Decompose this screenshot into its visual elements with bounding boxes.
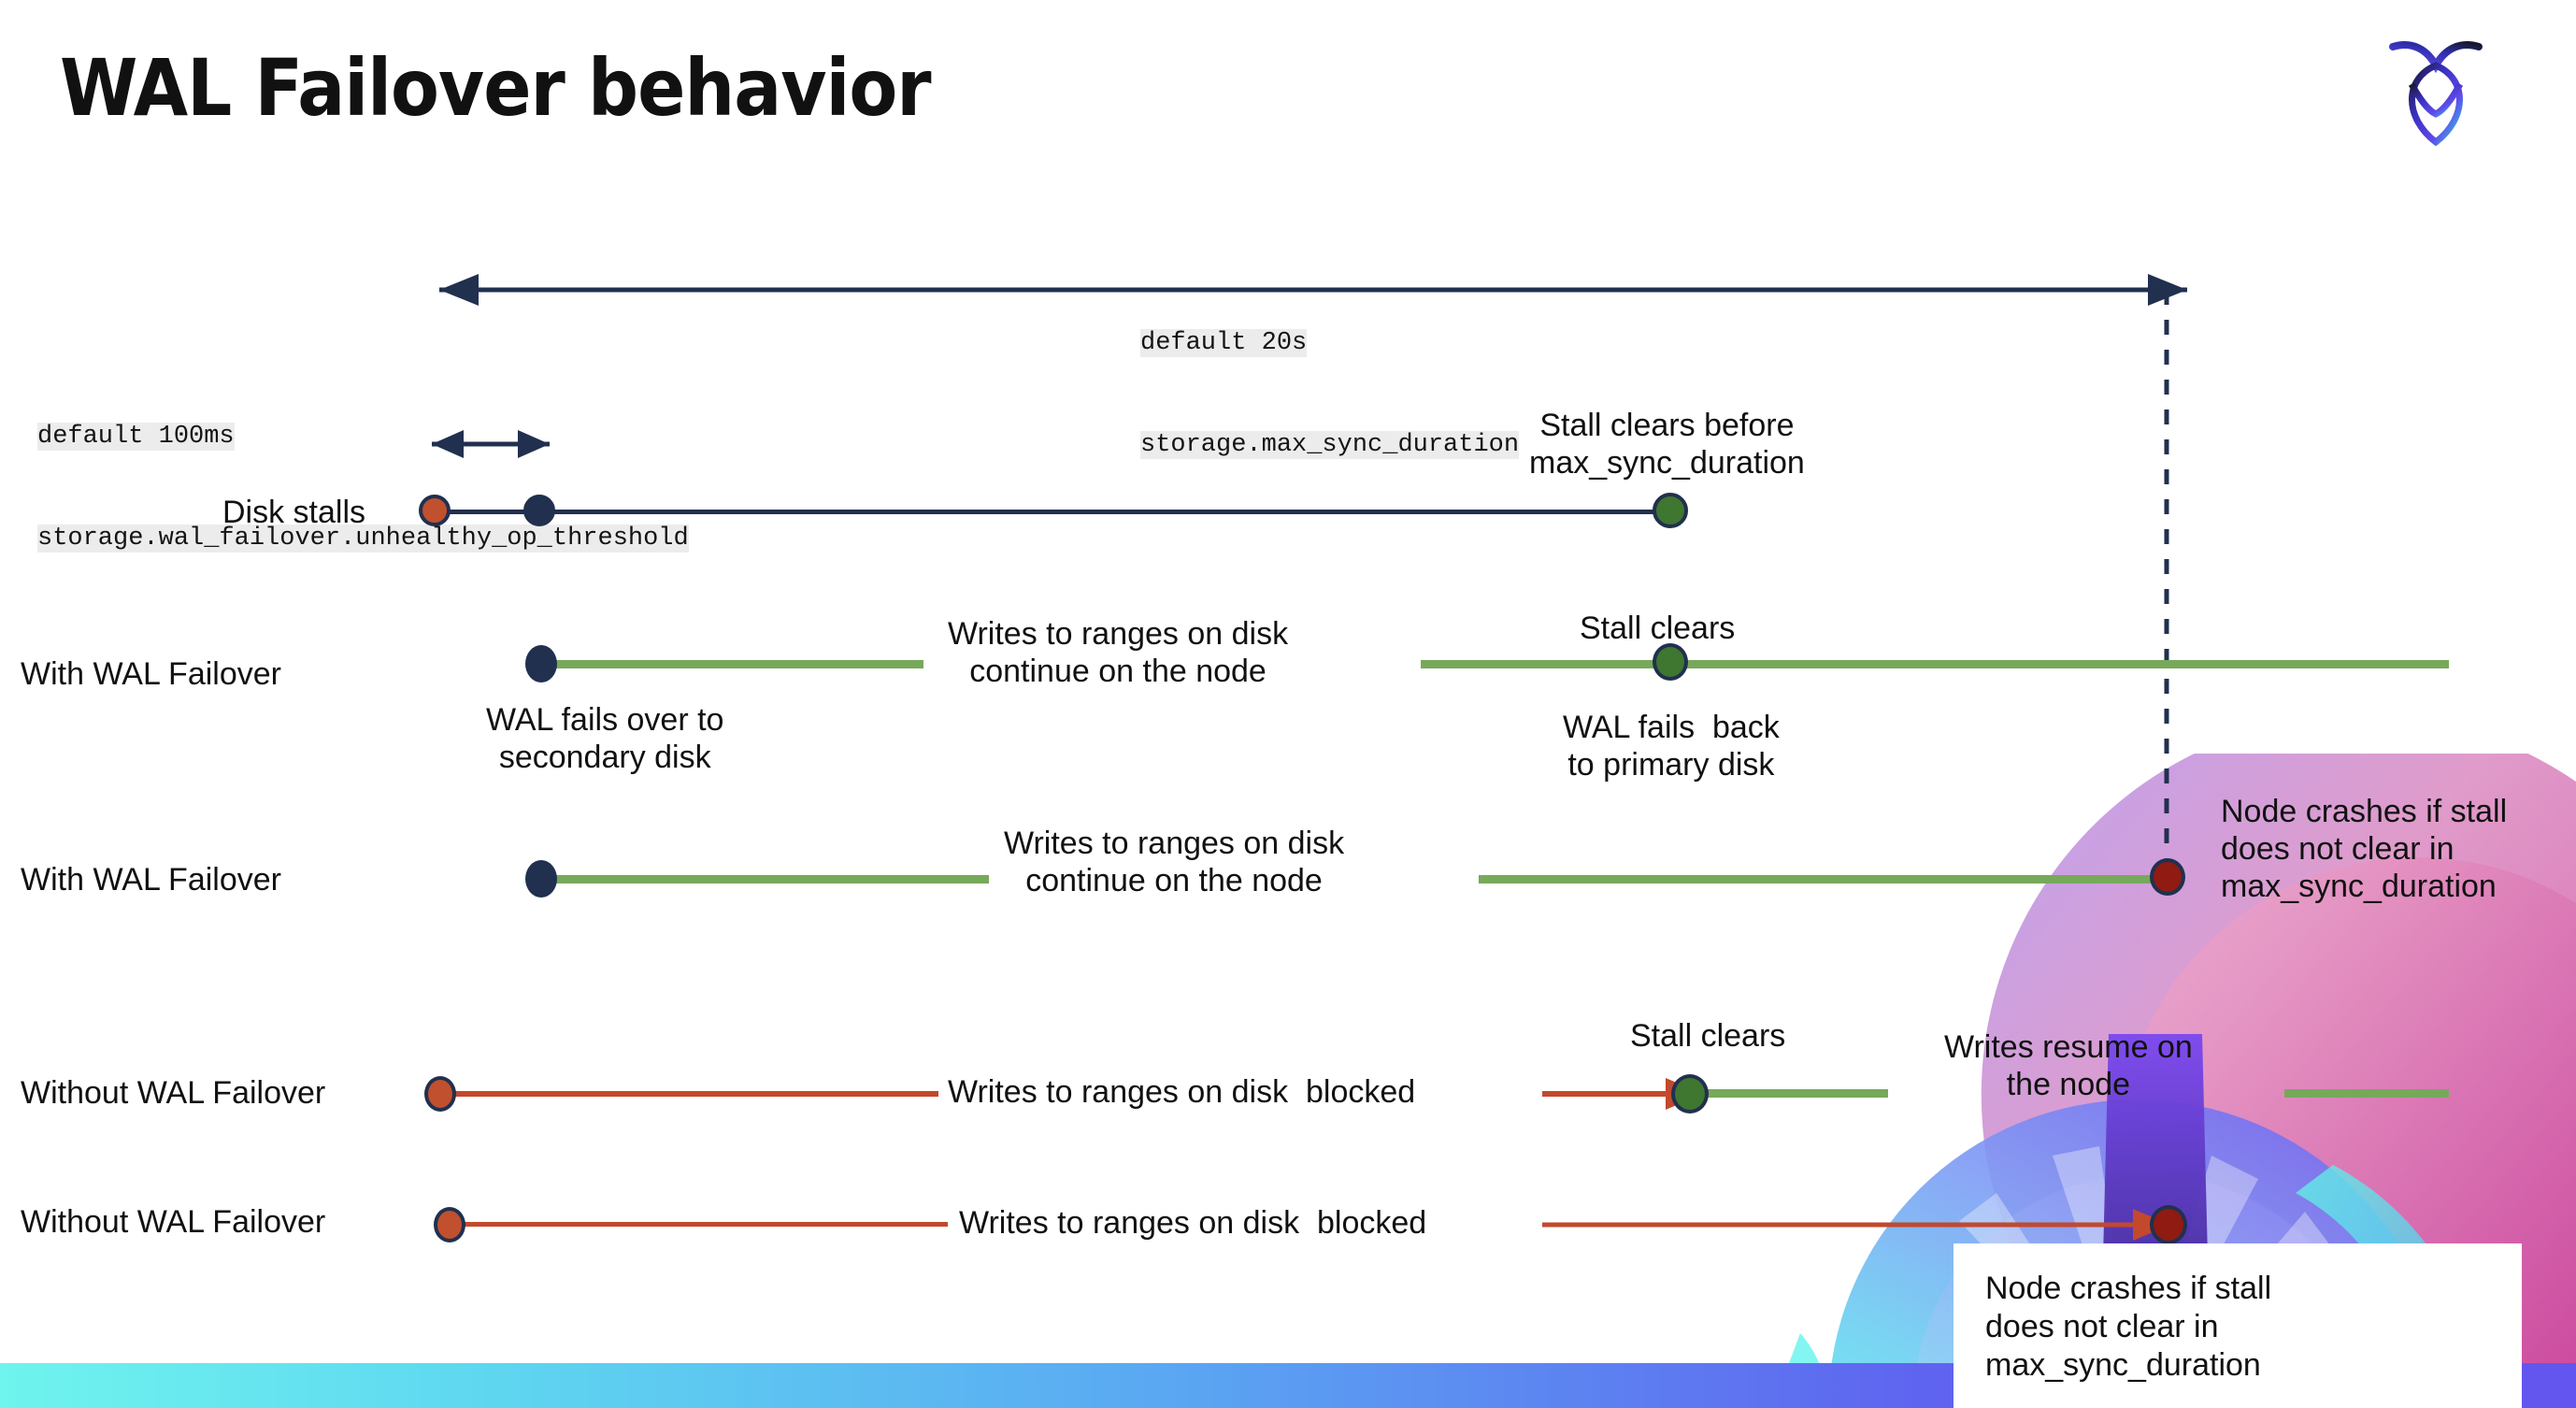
- disk-stall-clear-dot: [1653, 493, 1688, 528]
- wal-failover-segment-right-1: [1421, 660, 2449, 668]
- row-label-without-wal-failover-1: Without WAL Failover: [21, 1075, 326, 1111]
- node-crash-dot-1: [2150, 858, 2185, 896]
- without-failover-stall-clear-dot: [1671, 1074, 1709, 1113]
- note-writes-blocked-2: Writes to ranges on disk blocked: [959, 1205, 1427, 1241]
- note-stall-clears-1: Stall clears: [1580, 611, 1736, 646]
- note-writes-resume: Writes resume on the node: [1944, 1029, 2193, 1103]
- disk-stall-start-dot: [419, 495, 451, 526]
- wal-failover-start-dot-1: [525, 645, 557, 682]
- without-failover-blocked-segment-1a: [451, 1091, 938, 1097]
- disk-stall-failover-dot: [523, 495, 555, 526]
- wal-failover-stall-clear-dot-1: [1653, 643, 1688, 681]
- unhealthy-op-threshold-measure-arrow: [432, 430, 550, 458]
- annotation-max-sync-line1: default 20s: [1140, 328, 1308, 357]
- note-node-crashes-1: Node crashes if stall does not clear in …: [2221, 794, 2508, 905]
- disk-stall-timeline-segment: [436, 510, 1679, 514]
- wal-failover-segment-right-2: [1479, 875, 2170, 884]
- annotation-max-sync-duration: default 20s storage.max_sync_duration: [1140, 258, 1520, 531]
- without-failover-blocked-arrow-2: [1542, 1209, 2170, 1241]
- note-stall-clears-before: Stall clears before max_sync_duration: [1529, 408, 1805, 481]
- cockroachdb-logo-icon: [2389, 41, 2483, 147]
- max-sync-duration-dashed-guide: [2164, 290, 2169, 879]
- annotation-max-sync-line2: storage.max_sync_duration: [1140, 431, 1520, 460]
- wal-failover-segment-left-1: [540, 660, 923, 668]
- note-wal-fails-back: WAL fails back to primary disk: [1563, 710, 1780, 783]
- note-writes-continue-2: Writes to ranges on disk continue on the…: [1004, 826, 1345, 899]
- row-label-with-wal-failover-2: With WAL Failover: [21, 862, 281, 898]
- without-failover-resume-segment-2: [2284, 1089, 2449, 1098]
- annotation-unhealthy-line1: default 100ms: [37, 422, 235, 451]
- without-failover-resume-segment-1: [1701, 1089, 1888, 1098]
- wal-failover-start-dot-2: [525, 860, 557, 898]
- without-failover-blocked-segment-2a: [460, 1222, 948, 1227]
- row-label-with-wal-failover-1: With WAL Failover: [21, 656, 281, 692]
- page-title: WAL Failover behavior: [60, 42, 932, 134]
- without-failover-start-dot-1: [424, 1076, 456, 1112]
- without-failover-start-dot-2: [434, 1207, 465, 1243]
- note-wal-fails-over: WAL fails over to secondary disk: [486, 702, 724, 776]
- row-label-without-wal-failover-2: Without WAL Failover: [21, 1204, 326, 1240]
- callout-node-crashes: Node crashes if stall does not clear in …: [1953, 1243, 2522, 1408]
- note-writes-blocked-1: Writes to ranges on disk blocked: [948, 1074, 1416, 1110]
- annotation-unhealthy-op-threshold: default 100ms storage.wal_failover.unhea…: [37, 352, 689, 625]
- row-label-disk-stalls: Disk stalls: [222, 495, 366, 530]
- note-writes-continue-1: Writes to ranges on disk continue on the…: [948, 616, 1289, 690]
- note-stall-clears-2: Stall clears: [1630, 1018, 1786, 1054]
- annotation-unhealthy-line2: storage.wal_failover.unhealthy_op_thresh…: [37, 524, 689, 553]
- wal-failover-segment-left-2: [540, 875, 989, 884]
- node-crash-dot-2: [2150, 1205, 2187, 1244]
